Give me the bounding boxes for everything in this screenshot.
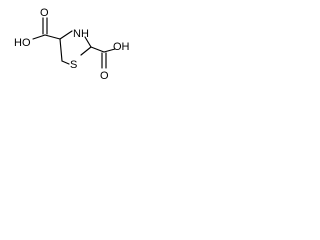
ring-sulfur-label: S	[70, 59, 77, 71]
right-hydroxyl-label: OH	[113, 41, 130, 53]
bond-carboxyl-carbon-hydroxyl	[103, 48, 116, 53]
ring-bond-s1-c5	[61, 60, 70, 65]
ring-bond-n3-c2	[84, 36, 92, 48]
bond-carboxyl-carbon-hydroxyl	[32, 34, 46, 40]
ring-bond-c2-s1	[80, 46, 92, 56]
left-carboxylic-acid-group	[32, 17, 61, 40]
left-hydroxyl-label: HO	[14, 37, 31, 49]
ring-bond-c5-c4	[59, 38, 63, 62]
ring-nitrogen-label: NH	[73, 28, 89, 40]
bond-c4-carboxyl-carbon	[44, 34, 61, 40]
bond-c2-carboxyl-carbon	[90, 46, 105, 53]
ring-bond-c4-n3	[59, 30, 73, 40]
right-carbonyl-oxygen-label: O	[100, 70, 109, 82]
thiazolidine-dicarboxylic-acid-structure: NH S HO O OH O	[14, 7, 130, 82]
left-carbonyl-oxygen-label: O	[40, 7, 49, 19]
thiazolidine-ring	[59, 30, 92, 65]
right-carboxylic-acid-group	[90, 46, 116, 69]
